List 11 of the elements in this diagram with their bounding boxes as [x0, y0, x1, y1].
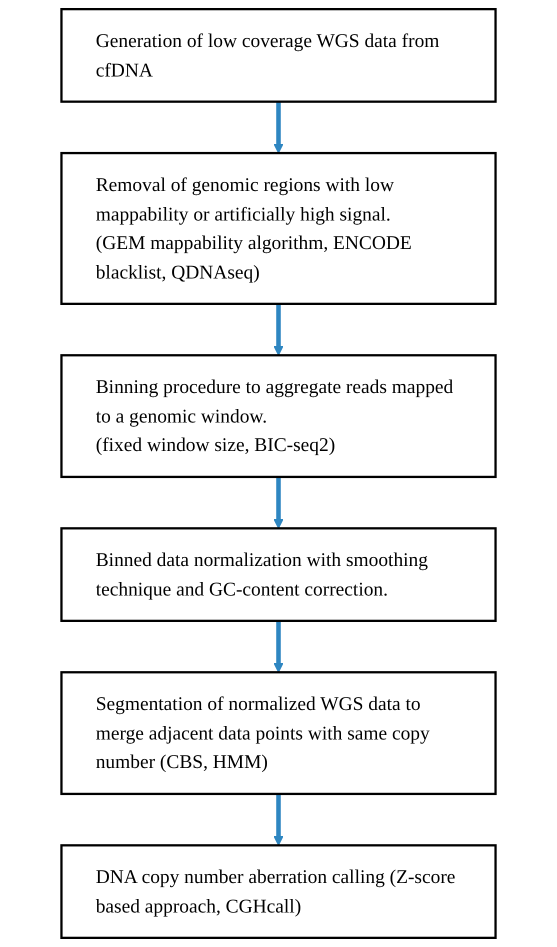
node-box: [60, 671, 497, 796]
node-box: [60, 527, 497, 622]
arrow: [273, 476, 284, 529]
node-box: [60, 152, 497, 305]
node-box: [60, 354, 497, 478]
arrow: [273, 102, 284, 154]
arrow: [273, 304, 284, 356]
arrow: [273, 794, 284, 846]
arrow: [273, 620, 284, 673]
node-box: [60, 844, 497, 939]
node-box: [60, 8, 497, 103]
